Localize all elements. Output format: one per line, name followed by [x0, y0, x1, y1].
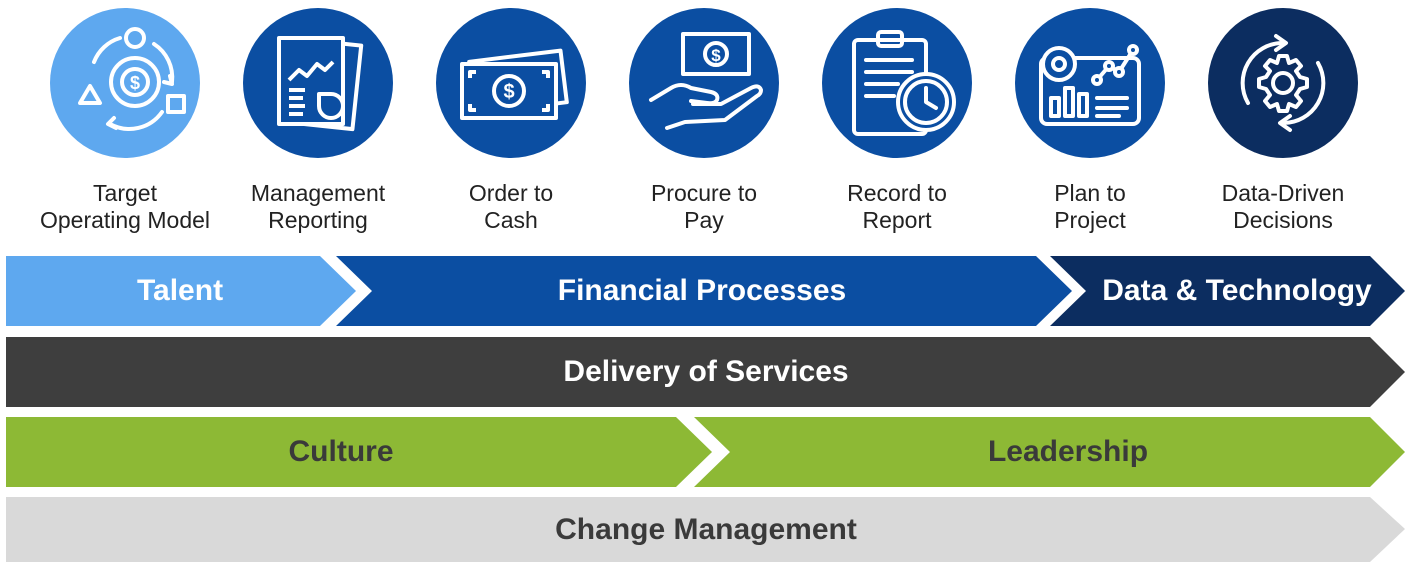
svg-text:$: $ [711, 46, 721, 65]
plan-to-project-label: Plan to Project [980, 180, 1200, 234]
label-line-2: Project [1054, 207, 1126, 233]
order-to-cash-item: $ Order to Cash [421, 8, 601, 248]
target-operating-model-label: Target Operating Model [15, 180, 235, 234]
target-operating-model-item: $ Target Operating Model [35, 8, 215, 248]
change-chevron [6, 497, 1405, 562]
label-line-1: Record to [847, 180, 947, 206]
data-driven-decisions-circle [1208, 8, 1358, 158]
label-line-2: Decisions [1233, 207, 1333, 233]
change-label: Change Management [555, 512, 857, 546]
delivery-band-shapes [6, 337, 1405, 407]
talent-chevron [6, 256, 356, 326]
label-line-1: Plan to [1054, 180, 1126, 206]
procure-to-pay-circle: $ [629, 8, 779, 158]
leadership-chevron [694, 417, 1405, 487]
svg-text:$: $ [130, 73, 140, 93]
culture-chevron [6, 417, 712, 487]
delivery-chevron [6, 337, 1405, 407]
capability-band: Talent Financial Processes Data & Techno… [0, 256, 1409, 326]
label-line-2: Reporting [268, 207, 368, 233]
change-band: Change Management [0, 497, 1409, 562]
data-driven-decisions-icon [1240, 34, 1326, 132]
capability-band-shapes [6, 256, 1405, 326]
procure-to-pay-item: $ Procure to Pay [614, 8, 794, 248]
people-band: Culture Leadership [0, 417, 1409, 487]
plan-to-project-circle [1015, 8, 1165, 158]
culture-label: Culture [288, 435, 394, 468]
management-reporting-circle [243, 8, 393, 158]
data-technology-label: Data & Technology [1102, 274, 1372, 307]
talent-label: Talent [136, 274, 224, 307]
financial-processes-label: Financial Processes [557, 274, 847, 307]
leadership-label: Leadership [987, 435, 1149, 468]
plan-to-project-item: Plan to Project [1000, 8, 1180, 248]
procure-to-pay-icon: $ [649, 32, 763, 130]
data-technology-chevron [1050, 256, 1405, 326]
label-line-1: Data-Driven [1221, 180, 1345, 206]
financial-processes-chevron [336, 256, 1072, 326]
label-line-1: Order to [468, 180, 554, 206]
label-line-1: Procure to [650, 180, 758, 206]
data-driven-decisions-label: Data-Driven Decisions [1173, 180, 1393, 234]
plan-to-project-icon [1039, 44, 1141, 126]
label-line-1: Target [93, 180, 157, 206]
delivery-label: Delivery of Services [563, 355, 849, 388]
management-reporting-icon [277, 36, 364, 132]
target-operating-model-circle: $ [50, 8, 200, 158]
order-to-cash-label: Order to Cash [401, 180, 621, 234]
procure-to-pay-label: Procure to Pay [594, 180, 814, 234]
record-to-report-label: Record to Report [787, 180, 1007, 234]
record-to-report-item: Record to Report [807, 8, 987, 248]
label-line-2: Cash [484, 207, 538, 233]
management-reporting-label: Management Reporting [208, 180, 428, 234]
target-operating-model-icon: $ [78, 27, 186, 131]
order-to-cash-icon: $ [460, 48, 569, 120]
data-driven-decisions-item: Data-Driven Decisions [1193, 8, 1373, 248]
order-to-cash-circle: $ [436, 8, 586, 158]
delivery-band: Delivery of Services [0, 337, 1409, 407]
people-band-shapes [6, 417, 1405, 487]
record-to-report-icon [852, 30, 956, 136]
label-line-2: Pay [684, 207, 724, 233]
label-line-2: Report [862, 207, 932, 233]
management-reporting-item: Management Reporting [228, 8, 408, 248]
change-band-shapes [6, 497, 1405, 562]
record-to-report-circle [822, 8, 972, 158]
svg-text:$: $ [503, 81, 514, 103]
label-line-1: Management [250, 180, 386, 206]
label-line-2: Operating Model [39, 207, 211, 233]
